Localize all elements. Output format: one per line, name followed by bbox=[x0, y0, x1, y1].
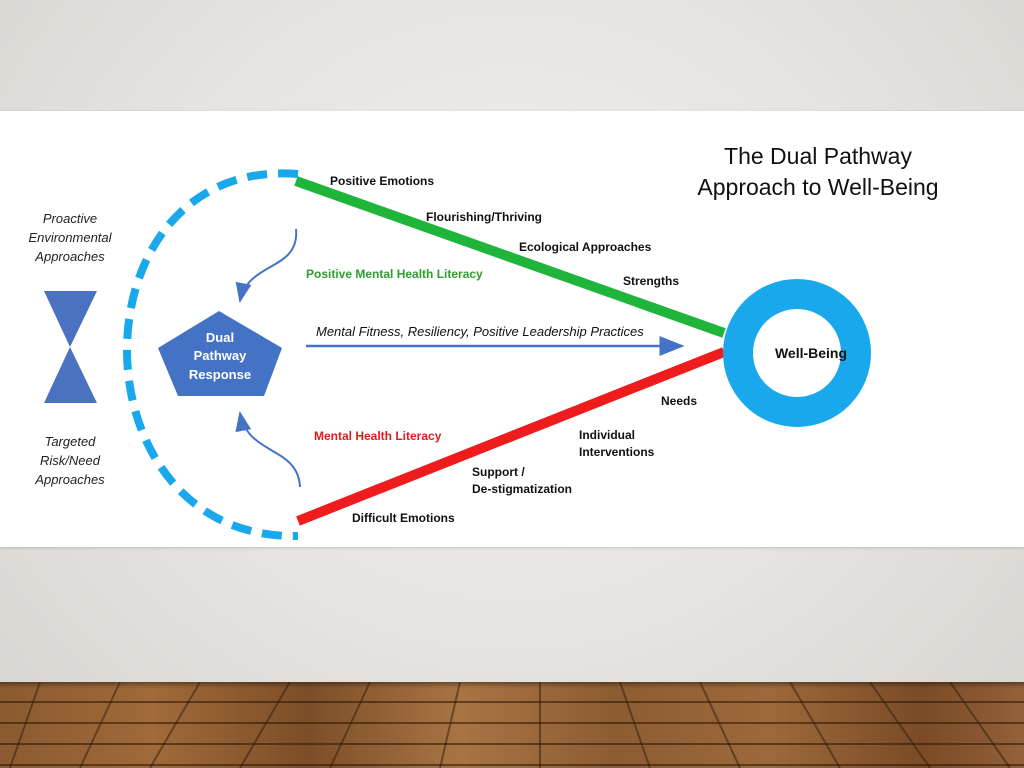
support-label-1: Support / bbox=[472, 465, 525, 479]
mental-health-literacy-label: Mental Health Literacy bbox=[314, 429, 442, 443]
middle-path-label: Mental Fitness, Resiliency, Positive Lea… bbox=[316, 324, 644, 339]
red-pathway bbox=[296, 347, 726, 526]
flourishing-label: Flourishing/Thriving bbox=[426, 210, 542, 224]
difficult-emotions-label: Difficult Emotions bbox=[352, 511, 455, 525]
proactive-label-2: Environmental bbox=[28, 230, 112, 245]
individual-label-1: Individual bbox=[579, 428, 635, 442]
curved-arrow-top bbox=[235, 228, 298, 303]
wellbeing-ring bbox=[723, 279, 871, 427]
support-label-2: De-stigmatization bbox=[472, 482, 572, 496]
targeted-label-1: Targeted bbox=[45, 434, 97, 449]
title-line-1: The Dual Pathway bbox=[724, 143, 912, 169]
response-line-1: Dual bbox=[206, 330, 234, 345]
individual-label-2: Interventions bbox=[579, 445, 655, 459]
floor-boards bbox=[9, 682, 1011, 768]
targeted-label-2: Risk/Need bbox=[40, 453, 101, 468]
wood-floor bbox=[0, 682, 1024, 768]
diagram-panel: The Dual Pathway Approach to Well-Being … bbox=[0, 111, 1024, 547]
positive-literacy-label: Positive Mental Health Literacy bbox=[306, 267, 483, 281]
response-line-2: Pathway bbox=[194, 348, 248, 363]
strengths-label: Strengths bbox=[623, 274, 679, 288]
ecological-label: Ecological Approaches bbox=[519, 240, 652, 254]
curved-arrow-bottom bbox=[235, 411, 301, 488]
proactive-label-3: Approaches bbox=[34, 249, 105, 264]
hourglass-shape bbox=[44, 291, 97, 403]
dashed-arc bbox=[123, 169, 299, 541]
dual-pathway-diagram: The Dual Pathway Approach to Well-Being … bbox=[28, 143, 939, 541]
positive-emotions-label: Positive Emotions bbox=[330, 174, 434, 188]
dual-pathway-pentagon bbox=[158, 311, 282, 396]
response-line-3: Response bbox=[189, 367, 251, 382]
proactive-label-1: Proactive bbox=[43, 211, 97, 226]
green-pathway bbox=[294, 176, 726, 338]
targeted-label-3: Approaches bbox=[34, 472, 105, 487]
title-line-2: Approach to Well-Being bbox=[697, 174, 938, 200]
wellbeing-label: Well-Being bbox=[775, 345, 847, 361]
needs-label: Needs bbox=[661, 394, 697, 408]
